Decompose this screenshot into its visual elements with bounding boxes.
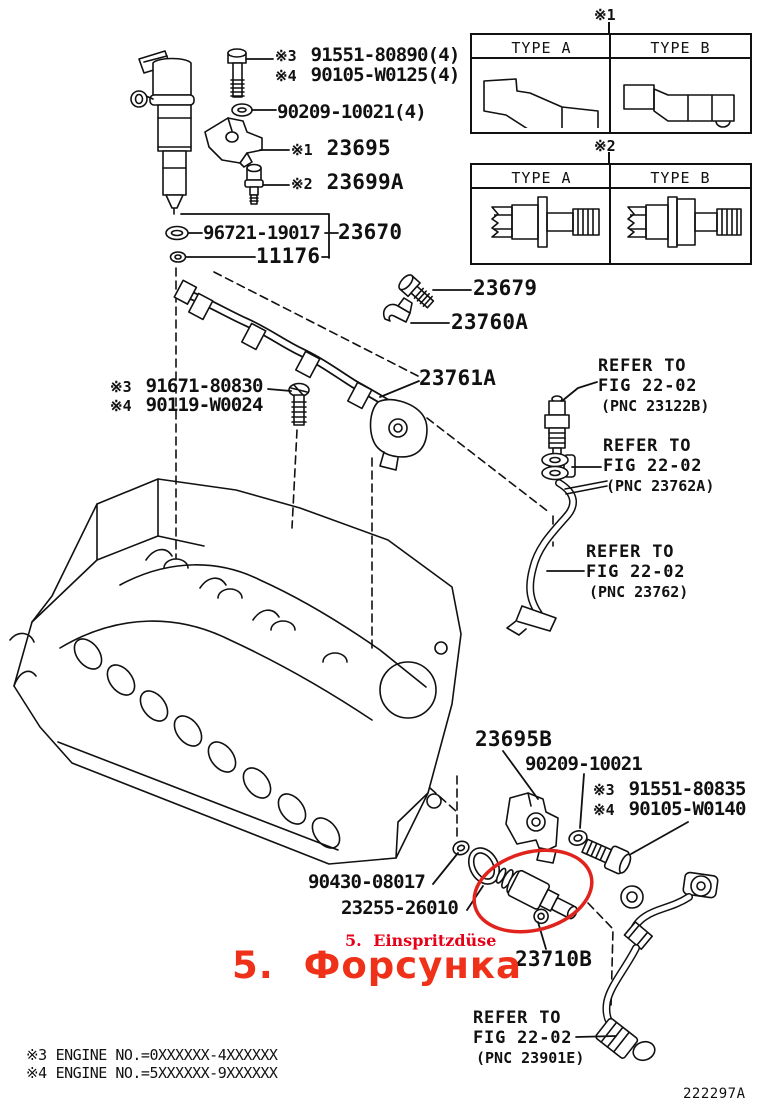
sensor-23122b-drawing bbox=[544, 395, 570, 459]
part-label-23761a: 23761A bbox=[419, 366, 497, 390]
part-label-23710b: 23710B bbox=[515, 947, 593, 971]
bolt-type-b-icon bbox=[627, 196, 742, 248]
engine-block-drawing bbox=[9, 478, 462, 865]
ref-mark: ※3 bbox=[26, 1046, 47, 1064]
ref-mark: ※4 bbox=[275, 67, 297, 85]
part-label-96721-19017: 96721-19017 bbox=[203, 222, 321, 244]
bolt-type-icons bbox=[491, 196, 742, 248]
bolt-type-a-icon bbox=[491, 196, 600, 248]
type-table-2-tick bbox=[608, 152, 610, 163]
ref-mark: ※4 bbox=[593, 801, 615, 819]
cylinder-ports bbox=[73, 638, 341, 849]
type-table-1-tick bbox=[608, 22, 610, 33]
type-table-2-ref: ※2 bbox=[594, 137, 616, 155]
type-a-header: TYPE A bbox=[511, 169, 572, 187]
refer-note-23762a: REFER TO FIG 22-02 (PNC 23762A) bbox=[603, 436, 715, 495]
ref-mark: ※3 bbox=[110, 378, 132, 396]
part-label-90209-10021: 90209-10021 bbox=[525, 753, 643, 775]
oring-96721-drawing bbox=[165, 225, 189, 241]
type-table-divider bbox=[609, 35, 611, 132]
bracket-23695-drawing bbox=[204, 117, 263, 168]
figure-code: 222297A bbox=[683, 1086, 746, 1102]
grommet-90430-drawing bbox=[452, 840, 470, 856]
bolt-91551-80890-drawing bbox=[227, 48, 247, 98]
ref-mark: ※1 bbox=[291, 141, 313, 159]
part-label-90209-10021-4: 90209-10021(4) bbox=[277, 101, 427, 123]
leader-lines bbox=[180, 58, 689, 1038]
grommet-11176-drawing bbox=[169, 251, 187, 263]
spacer-23699a-drawing bbox=[244, 163, 264, 205]
bracket-type-b-icon bbox=[623, 84, 735, 128]
callout-einspritzduese: 5. Einspritzdüse bbox=[345, 931, 497, 950]
type-a-header: TYPE A bbox=[511, 39, 572, 57]
washer-90209-drawing bbox=[231, 103, 253, 117]
refer-note-23901e: REFER TO FIG 22-02 (PNC 23901E) bbox=[473, 1008, 585, 1067]
part-label-23695b: 23695B bbox=[475, 727, 553, 751]
refer-note-23762: REFER TO FIG 22-02 (PNC 23762) bbox=[586, 542, 689, 601]
injector-assembly-23670-drawing bbox=[130, 50, 195, 215]
check-valve-23679-drawing bbox=[398, 274, 435, 309]
part-label-23255-26010: 23255-26010 bbox=[341, 897, 459, 919]
type-b-header: TYPE B bbox=[650, 169, 711, 187]
type-table-2-header: TYPE A TYPE B bbox=[472, 165, 750, 189]
part-label-23760a: 23760A bbox=[451, 310, 529, 334]
type-table-1: TYPE A TYPE B bbox=[470, 33, 752, 140]
callout-forsunka: 5. Форсунка bbox=[232, 944, 522, 987]
type-table-divider bbox=[609, 165, 611, 263]
ref-mark: ※3 bbox=[275, 47, 297, 65]
part-label-23670: 23670 bbox=[338, 220, 403, 244]
type-b-header: TYPE B bbox=[650, 39, 711, 57]
ref-mark: ※4 bbox=[110, 397, 132, 415]
bracket-type-a-icon bbox=[483, 78, 599, 140]
fuel-hose-23901e-drawing bbox=[595, 871, 719, 1062]
red-circle-highlight bbox=[472, 848, 594, 934]
dashed-guide-lines bbox=[175, 267, 614, 1008]
part-label-90430-08017: 90430-08017 bbox=[308, 871, 426, 893]
fuel-pipe-23762-drawing bbox=[506, 479, 608, 636]
ref-mark: ※2 bbox=[291, 175, 313, 193]
part-label-11176: 11176 bbox=[256, 244, 321, 268]
clamp-23762a-drawing bbox=[541, 452, 576, 481]
rail-bolt-91671-drawing bbox=[288, 382, 310, 426]
ref-mark: ※3 bbox=[593, 781, 615, 799]
fuel-pipe-23761a-drawing bbox=[173, 279, 428, 471]
injector-23710b-drawing bbox=[495, 867, 578, 925]
bracket-type-icons bbox=[483, 78, 735, 140]
part-label-23679: 23679 bbox=[473, 276, 538, 300]
pipe-clamp-23760a-drawing bbox=[382, 297, 413, 323]
refer-note-23122b: REFER TO FIG 22-02 (PNC 23122B) bbox=[598, 356, 710, 415]
washer-90209b-drawing bbox=[568, 830, 588, 846]
type-table-1-header: TYPE A TYPE B bbox=[472, 35, 750, 59]
type-table-2: TYPE A TYPE B bbox=[470, 163, 752, 265]
bolt-91551-80835-drawing bbox=[581, 838, 632, 875]
bracket-23695b-drawing bbox=[505, 792, 559, 864]
type-table-1-ref: ※1 bbox=[594, 6, 616, 24]
ref-mark: ※4 bbox=[26, 1064, 47, 1082]
